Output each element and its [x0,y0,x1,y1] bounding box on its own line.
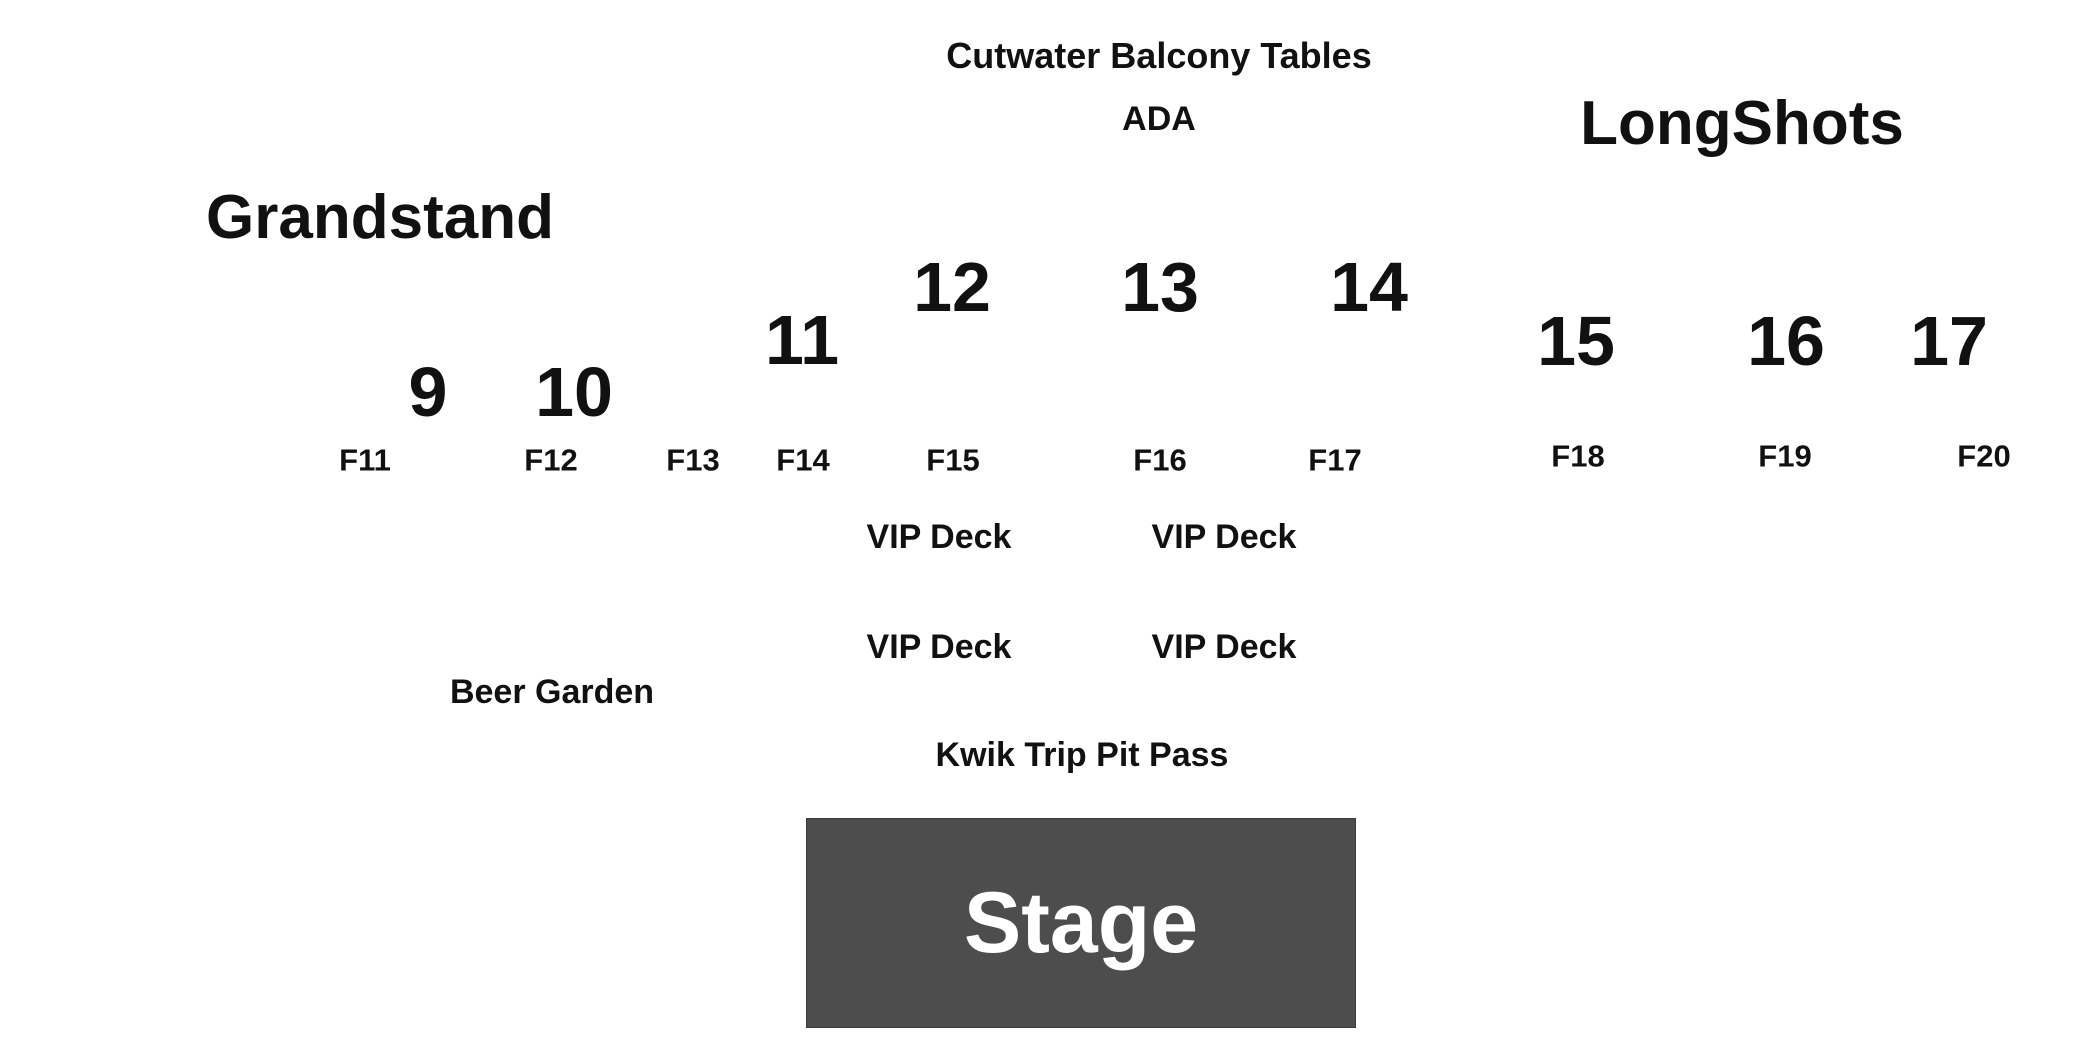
area-label-longshots[interactable]: LongShots [1580,89,1904,158]
section-10[interactable]: 10 [535,353,613,431]
area-label-cutwater-balcony[interactable]: Cutwater Balcony Tables [946,35,1372,76]
vip-deck-lower-right[interactable]: VIP Deck [1151,628,1297,666]
area-label-grandstand[interactable]: Grandstand [206,183,554,252]
stage: Stage [806,818,1356,1028]
flag-f16[interactable]: F16 [1133,442,1187,478]
section-13[interactable]: 13 [1121,248,1199,326]
section-15[interactable]: 15 [1537,302,1615,380]
flag-f17[interactable]: F17 [1308,442,1362,478]
area-label-ada[interactable]: ADA [1122,100,1196,138]
vip-deck-upper-left[interactable]: VIP Deck [866,518,1012,556]
stage-label: Stage [963,875,1199,971]
section-11[interactable]: 11 [765,301,839,379]
area-label-pit-pass[interactable]: Kwik Trip Pit Pass [935,736,1229,774]
vip-deck-lower-left[interactable]: VIP Deck [866,628,1012,666]
flag-f11[interactable]: F11 [339,442,391,478]
section-12[interactable]: 12 [913,248,991,326]
section-14[interactable]: 14 [1330,248,1408,326]
vip-deck-upper-right[interactable]: VIP Deck [1151,518,1297,556]
section-17[interactable]: 17 [1910,302,1988,380]
flag-f19[interactable]: F19 [1758,438,1812,474]
flag-f15[interactable]: F15 [926,442,980,478]
section-16[interactable]: 16 [1747,302,1825,380]
flag-f20[interactable]: F20 [1957,438,2011,474]
flag-f13[interactable]: F13 [666,442,720,478]
flag-f12[interactable]: F12 [524,442,578,478]
section-9[interactable]: 9 [408,353,448,431]
flag-f14[interactable]: F14 [776,442,830,478]
flag-f18[interactable]: F18 [1551,438,1605,474]
area-label-beer-garden[interactable]: Beer Garden [449,673,655,711]
